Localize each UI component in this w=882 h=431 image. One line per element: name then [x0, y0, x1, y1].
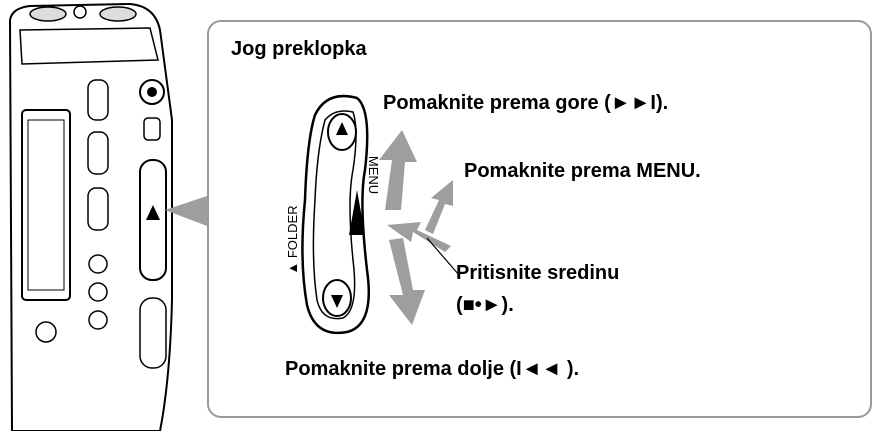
leader-line [426, 237, 460, 276]
jog-switch-inner [312, 110, 357, 320]
recorder-top-bevel [19, 27, 159, 65]
up-arrow-icon [379, 130, 417, 210]
label-down: Pomaknite prema dolje (I◄◄ ). [285, 358, 580, 380]
side-button-3 [87, 187, 109, 231]
label-press-line2: (■•►). [456, 294, 514, 316]
jack-icon [73, 5, 87, 19]
jog-switch-illustration: ▲ FOLDER MENU [285, 94, 460, 335]
menu-arrow-icon [425, 180, 453, 234]
microphone-left-icon [29, 6, 67, 22]
side-button-1 [87, 79, 109, 121]
callout-box [207, 20, 872, 418]
callout-title: Jog preklopka [231, 38, 367, 60]
label-up: Pomaknite prema gore (►►I). [383, 92, 669, 114]
folder-label: ▲ FOLDER [285, 205, 300, 274]
jog-center-icon [349, 190, 365, 235]
microphone-right-icon [99, 6, 137, 22]
callout-pointer [165, 196, 207, 226]
menu-label: MENU [366, 156, 381, 194]
round-button-2 [88, 282, 108, 302]
label-menu: Pomaknite prema MENU. [464, 160, 701, 182]
jog-down-icon [331, 295, 343, 308]
record-dot [147, 87, 157, 97]
voice-recorder-illustration [8, 2, 207, 431]
stop-button [143, 117, 161, 141]
jog-up-icon [336, 122, 348, 135]
round-button-1 [88, 254, 108, 274]
down-arrow-icon [389, 238, 425, 325]
jog-arrow-icon [146, 205, 160, 220]
label-press-line1: Pritisnite sredinu [456, 262, 620, 284]
press-arrow-icon [387, 222, 451, 252]
display-screen [27, 119, 65, 291]
volume-switch [139, 297, 167, 369]
side-button-2 [87, 131, 109, 175]
round-button-3 [88, 310, 108, 330]
speaker-hole [35, 321, 57, 343]
